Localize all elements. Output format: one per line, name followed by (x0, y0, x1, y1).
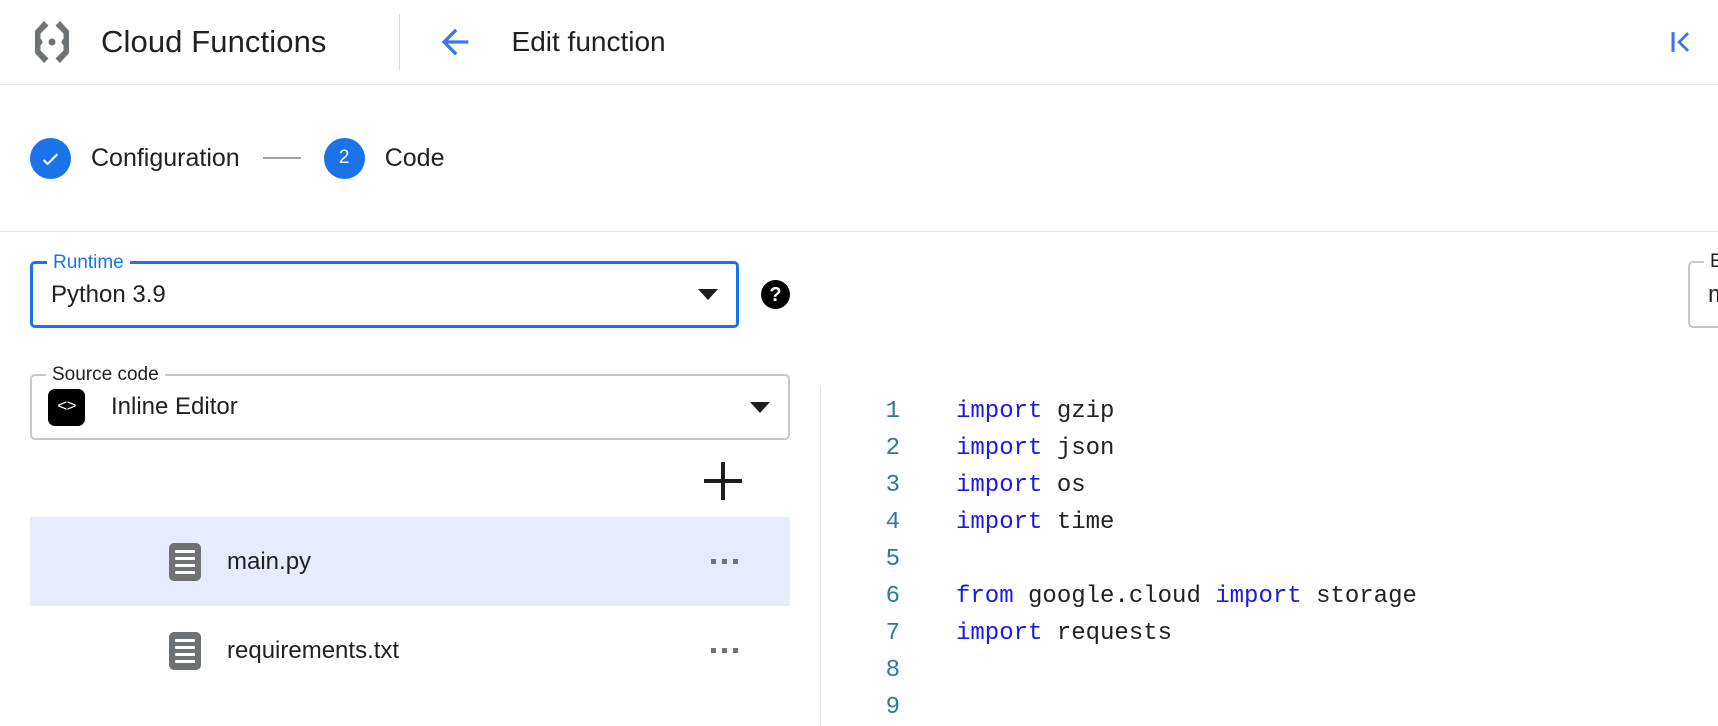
code-line-text[interactable]: import gzip (956, 398, 1115, 425)
entry-point-row: Entry point main ? (1688, 252, 1718, 328)
logo-dots (35, 38, 69, 46)
code-line: 4 import time (820, 504, 1718, 541)
page-title: Edit function (511, 26, 666, 57)
collapse-panel-button[interactable] (1660, 22, 1700, 62)
back-button[interactable] (432, 19, 478, 65)
runtime-help-icon[interactable]: ? (761, 280, 790, 309)
source-code-label: Source code (46, 365, 165, 385)
right-pane: Entry point main ? 1 import gzip 2 import j… (820, 232, 1718, 726)
code-line-text[interactable]: import time (956, 509, 1115, 536)
line-number: 4 (885, 509, 900, 536)
line-number: 6 (885, 583, 900, 610)
runtime-row: Runtime Python 3.9 ? (30, 232, 790, 328)
entry-point-label: Entry point (1704, 252, 1718, 272)
source-code-value: Inline Editor (111, 393, 238, 420)
code-line: 3 import os (820, 467, 1718, 504)
file-row-menu-button[interactable] (707, 551, 742, 572)
code-line: 9 (820, 689, 1718, 726)
line-number: 7 (885, 620, 900, 647)
header-divider (398, 14, 400, 70)
runtime-label: Runtime (47, 253, 130, 273)
arrow-left-icon (441, 28, 468, 56)
code-line: 2 import json (820, 430, 1718, 467)
pane-divider (820, 387, 821, 726)
file-icon (169, 631, 201, 670)
code-line-text[interactable]: import requests (956, 620, 1173, 647)
code-line-text[interactable] (956, 689, 970, 726)
code-line-text[interactable]: import json (956, 435, 1115, 462)
code-line: 6 from google.cloud import storage (820, 578, 1718, 615)
code-line-text[interactable] (956, 541, 970, 578)
code-line-text[interactable]: from google.cloud import storage (956, 583, 1417, 610)
code-line: 8 (820, 652, 1718, 689)
line-number: 8 (885, 657, 900, 684)
step-code-marker: 2 (323, 137, 365, 179)
code-line: 1 import gzip (820, 393, 1718, 430)
cloud-functions-logo-icon (25, 15, 79, 69)
line-number: 9 (885, 694, 900, 721)
runtime-select[interactable]: Runtime Python 3.9 (30, 253, 739, 328)
check-icon (42, 152, 59, 165)
chevron-down-icon[interactable] (750, 401, 770, 413)
step-code-label: Code (384, 143, 445, 172)
code-line-text[interactable]: import os (956, 472, 1086, 499)
entry-point-input[interactable]: Entry point main ? (1688, 252, 1718, 328)
code-brackets-icon: <> (48, 388, 85, 426)
code-line: 7 import requests (820, 615, 1718, 652)
step-connector (262, 157, 301, 159)
content-area: Runtime Python 3.9 ? Source code <> Inli… (0, 232, 1718, 726)
line-number: 3 (885, 472, 900, 499)
brand: Cloud Functions (22, 15, 327, 69)
chevron-down-icon[interactable] (698, 289, 718, 300)
file-toolbar (30, 440, 790, 500)
wizard-stepper: Configuration 2 Code (0, 85, 1718, 232)
add-file-button[interactable] (704, 462, 742, 500)
file-list-item-main-py[interactable]: main.py (30, 517, 790, 606)
line-number: 5 (885, 546, 900, 573)
collapse-panel-left-icon (1671, 32, 1690, 52)
file-row-menu-button[interactable] (707, 640, 742, 661)
left-pane: Runtime Python 3.9 ? Source code <> Inli… (0, 232, 820, 726)
line-number: 2 (885, 435, 900, 462)
code-editor[interactable]: 1 import gzip 2 import json 3 import os 4 impor… (820, 387, 1718, 726)
file-name: requirements.txt (227, 636, 400, 664)
source-code-row: Source code <> Inline Editor (30, 328, 790, 440)
file-list-item-requirements-txt[interactable]: requirements.txt (30, 606, 790, 695)
line-number: 1 (885, 398, 900, 425)
runtime-value: Python 3.9 (51, 280, 166, 308)
file-name: main.py (227, 547, 312, 575)
step-configuration-marker (30, 137, 71, 179)
entry-point-value: main (1708, 281, 1718, 309)
code-line-text[interactable] (956, 652, 970, 689)
brand-title: Cloud Functions (101, 24, 327, 59)
step-configuration-label: Configuration (91, 143, 240, 172)
file-list: main.py requirements.txt (30, 517, 790, 695)
step-configuration[interactable]: Configuration (30, 137, 240, 179)
code-line: 5 (820, 541, 1718, 578)
app-header: Cloud Functions Edit function (0, 0, 1718, 85)
file-icon (169, 542, 201, 581)
source-code-select[interactable]: Source code <> Inline Editor (30, 365, 790, 440)
step-code[interactable]: 2 Code (323, 137, 445, 179)
